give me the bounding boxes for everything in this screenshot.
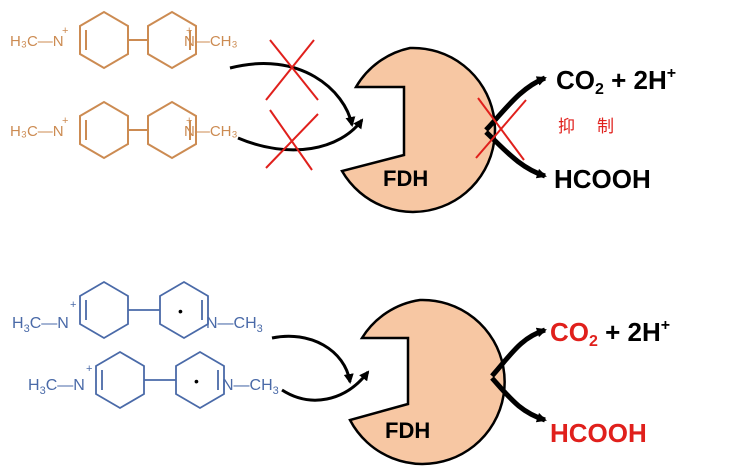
top-enzyme-label: FDH	[383, 166, 429, 191]
bottom-mol2-radical: •	[194, 373, 199, 389]
top-viologen-1	[79, 10, 197, 70]
bottom-viologen-2	[95, 350, 225, 410]
bottom-mol2-charge: +	[86, 363, 92, 375]
bottom-product-hcooh: HCOOH	[550, 418, 647, 448]
top-mol2-right-label: N—CH₃	[184, 123, 238, 140]
bottom-enzyme	[348, 298, 506, 466]
top-mol1-left-label: H₃C—N	[10, 33, 64, 50]
bottom-enzyme-label: FDH	[385, 418, 431, 443]
top-arrow-out-2	[484, 130, 547, 179]
top-arrow-in-2	[237, 118, 364, 152]
bottom-co2-main: CO	[550, 317, 589, 347]
top-arrow-out-1	[484, 75, 547, 132]
bottom-mol2-right-label: N—CH3	[222, 377, 279, 397]
top-mol2-charge1: +	[62, 115, 68, 127]
top-mol2-left-label: H₃C—N	[10, 123, 64, 140]
bottom-co2-rest: + 2H	[597, 317, 661, 347]
bottom-co2-sub: 2	[589, 333, 598, 350]
bottom-viologen-1	[79, 280, 209, 340]
top-inhibit-label: 抑制	[558, 117, 636, 137]
bottom-arrow-in-2	[281, 370, 370, 402]
top-mol1-charge2: +	[186, 25, 192, 37]
bottom-mol1-radical: •	[178, 303, 183, 319]
bottom-arrow-in-1	[271, 334, 354, 384]
bottom-mol1-left-label: H3C—N	[12, 315, 69, 335]
bottom-mol2-left-label: H3C—N	[28, 377, 85, 397]
top-mol2-charge2: +	[186, 115, 192, 127]
top-co2-main: CO	[556, 65, 595, 95]
bottom-co2-sup: +	[660, 317, 671, 334]
top-product-hcooh: HCOOH	[554, 164, 651, 194]
top-product-co2: CO2 + 2H+	[556, 66, 676, 98]
bottom-mol1-right-label: N—CH3	[206, 315, 263, 335]
top-enzyme	[340, 46, 497, 214]
top-arrow-in-1	[229, 62, 356, 127]
bottom-product-co2: CO2 + 2H+	[550, 318, 670, 350]
bottom-arrow-out-2	[490, 376, 547, 423]
top-inhibit-x-3	[475, 97, 527, 161]
bottom-mol1-charge: +	[70, 299, 76, 311]
bottom-arrow-out-1	[490, 327, 547, 378]
top-co2-sup: +	[666, 65, 677, 82]
top-co2-sub: 2	[595, 81, 604, 98]
top-inhibit-x-2	[265, 109, 319, 171]
top-mol1-right-label: N—CH₃	[184, 33, 238, 50]
top-inhibit-x-1	[265, 39, 319, 101]
top-viologen-2	[79, 100, 197, 160]
top-co2-rest: + 2H	[603, 65, 667, 95]
top-mol1-charge1: +	[62, 25, 68, 37]
